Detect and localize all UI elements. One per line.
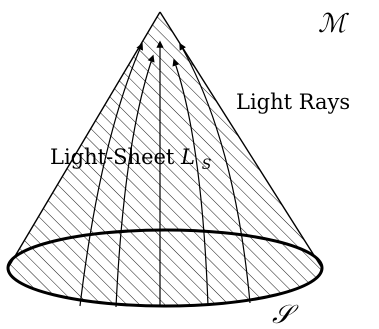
- cone-right-edge: [159, 11, 323, 269]
- surface-label: 𝒮: [272, 300, 299, 329]
- light-ray-1: [79, 42, 143, 307]
- light-sheet-subscript: S: [202, 157, 212, 173]
- light-ray-2: [115, 54, 155, 308]
- light-sheet-symbol: L: [180, 145, 195, 169]
- cone-left-edge: [7, 11, 161, 269]
- light-rays: [79, 40, 251, 308]
- cone-hatching: [8, 12, 322, 306]
- light-sheet-prefix: Light-Sheet: [50, 145, 181, 169]
- light-rays-label: Light Rays: [236, 90, 350, 114]
- surface-ellipse: [6, 228, 324, 308]
- light-ray-4: [172, 58, 209, 307]
- light-sheet-label: Light-Sheet L S: [50, 145, 211, 173]
- manifold-label: ℳ: [318, 9, 349, 39]
- light-ray-5: [179, 42, 251, 304]
